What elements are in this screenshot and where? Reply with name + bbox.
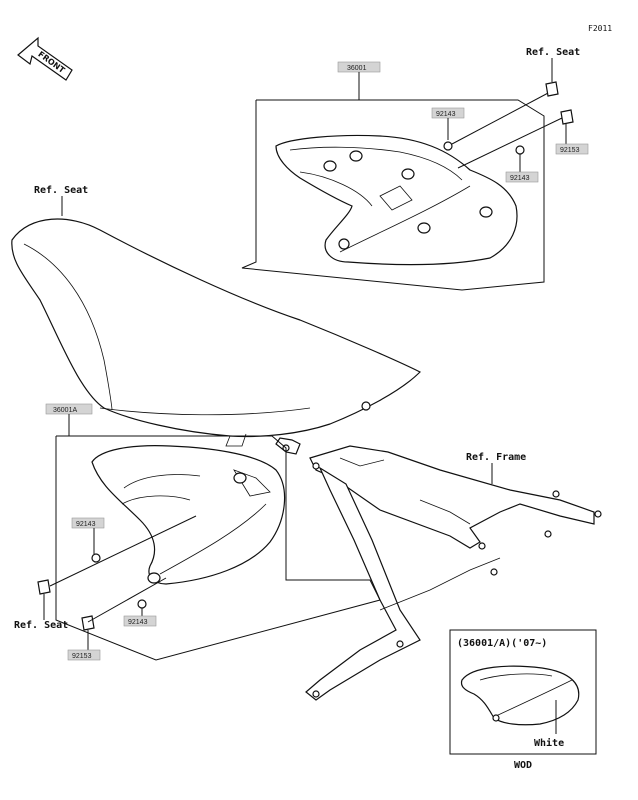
upper-washer-icon xyxy=(443,141,453,151)
lower-washer-a-code: 92143 xyxy=(76,521,96,528)
lower-bolt-code: 92153 xyxy=(72,653,92,660)
ref-seat-bottom-label: Ref. Seat xyxy=(14,620,68,631)
upper-bolt-code: 92153 xyxy=(560,147,580,154)
variant-inset: (36001/A)('07~) White WOD xyxy=(449,629,597,771)
lower-washer-a-callout: 92143 xyxy=(49,515,197,587)
seat-reference: Ref. Seat xyxy=(11,185,422,447)
lower-seat-bolt: Ref. Seat xyxy=(14,579,68,631)
lower-seat-bolt-icon xyxy=(37,579,51,595)
lower-cover-callout: 36001A xyxy=(45,403,381,661)
ref-seat-top-label: Ref. Seat xyxy=(526,47,580,58)
figure-id: F2011 xyxy=(588,24,612,33)
lower-cover-code: 36001A xyxy=(53,407,77,414)
upper-side-cover xyxy=(275,134,518,266)
upper-washer-code: 92143 xyxy=(436,111,456,118)
variant-color-label: White xyxy=(534,737,564,749)
upper-bolt-icon xyxy=(560,109,574,125)
ref-frame-label: Ref. Frame xyxy=(466,452,526,463)
ref-seat-left-label: Ref. Seat xyxy=(34,185,88,196)
lower-bolt-callout: 92153 xyxy=(67,577,167,661)
lower-washer-b-code: 92143 xyxy=(128,619,148,626)
upper-washer-2-icon xyxy=(515,145,525,155)
variant-code-label: WOD xyxy=(514,760,532,771)
lower-washer-b-callout: 92143 xyxy=(123,599,157,627)
upper-bolt-seat: Ref. Seat xyxy=(526,47,580,97)
upper-cover-code: 36001 xyxy=(347,65,367,72)
upper-washer-2-code: 92143 xyxy=(510,175,530,182)
upper-washer-callout: 92143 xyxy=(431,91,551,151)
upper-bolt-callout: 92153 92143 xyxy=(457,109,589,183)
upper-cover-callout: 36001 xyxy=(241,61,545,291)
lower-washer-a-icon xyxy=(91,553,101,563)
front-arrow-icon: FRONT xyxy=(17,36,73,81)
variant-header: (36001/A)('07~) xyxy=(457,638,547,649)
lower-bolt-icon xyxy=(81,615,95,631)
lower-side-cover xyxy=(91,445,286,585)
lower-washer-b-icon xyxy=(137,599,147,609)
frame-reference: Ref. Frame xyxy=(275,437,602,701)
seat-bolt-icon xyxy=(545,81,559,97)
